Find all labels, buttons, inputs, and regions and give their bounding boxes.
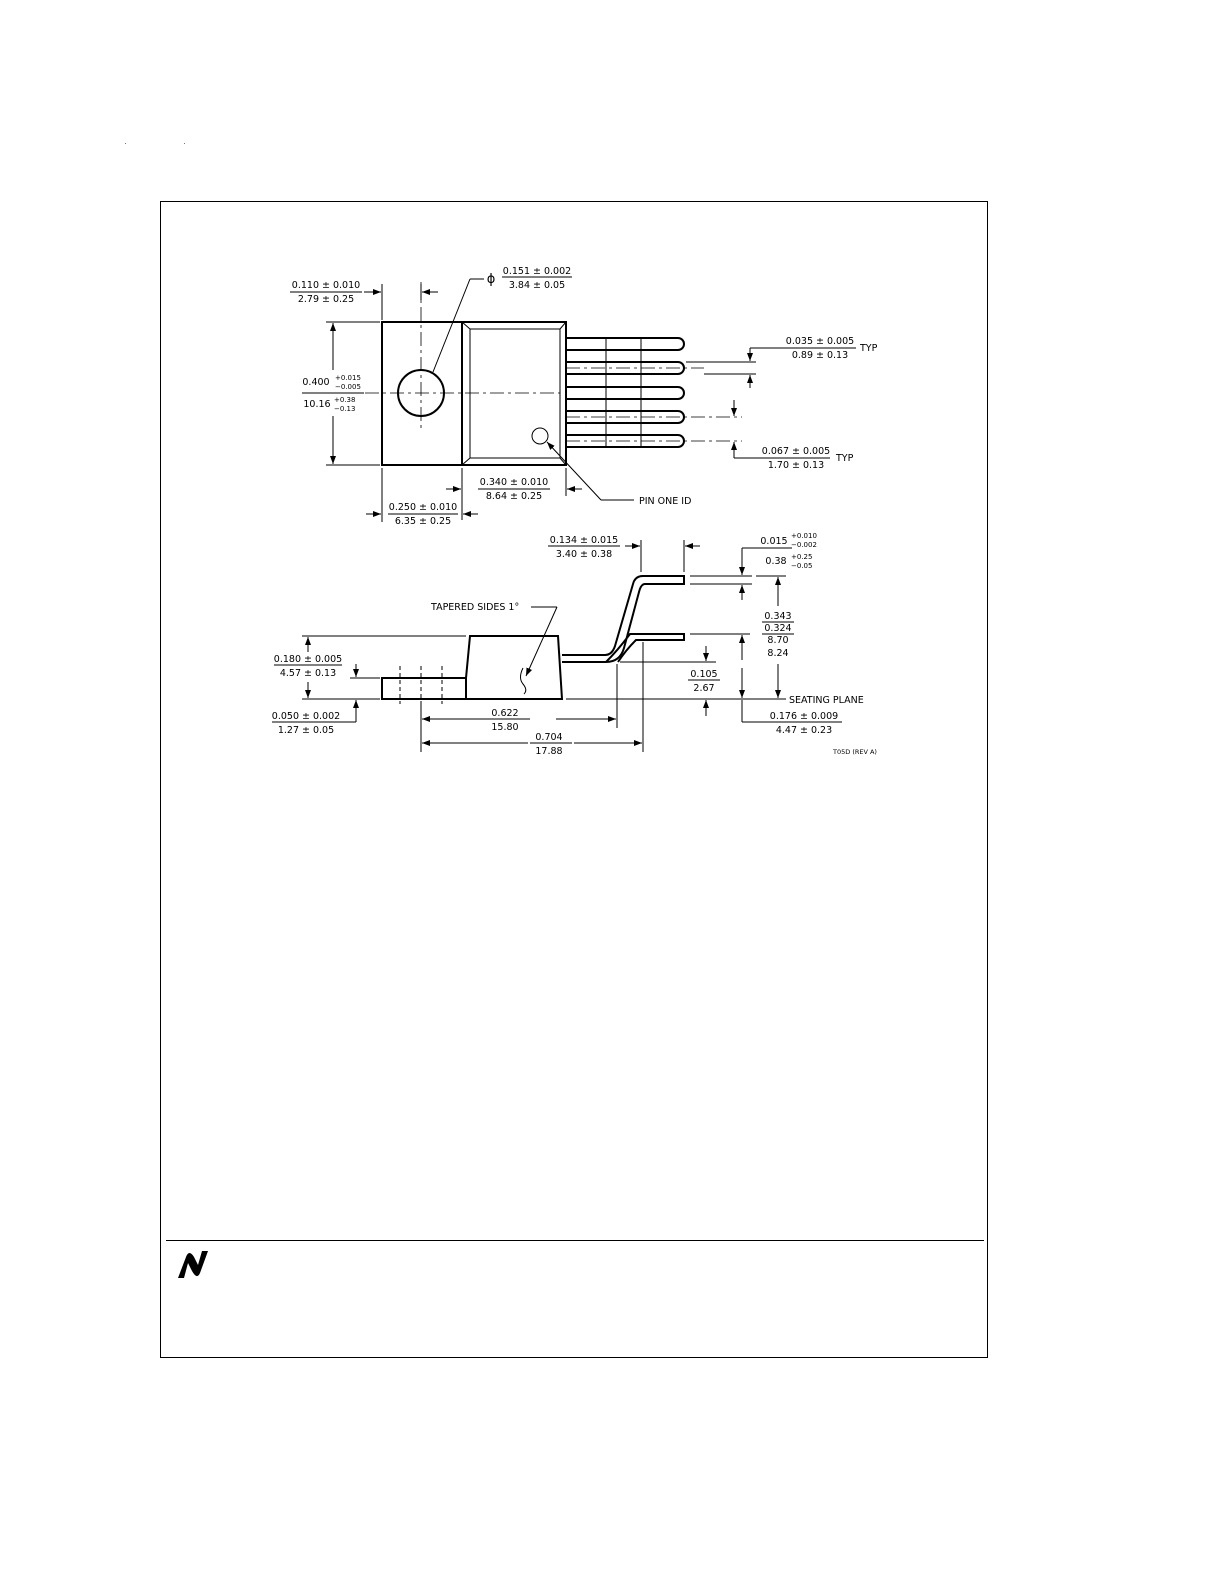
leads-top xyxy=(566,337,742,448)
tab-outline xyxy=(381,321,567,466)
dim-0015-mm-tol-plus: +0.25 xyxy=(791,553,812,561)
dim-0250-mm: 6.35 ± 0.25 xyxy=(395,516,451,527)
dim-0324: 0.324 xyxy=(764,623,791,634)
lead-lower xyxy=(605,633,685,663)
page-frame xyxy=(160,201,988,1358)
scan-speck xyxy=(125,143,126,144)
dim-0105-mm: 2.67 xyxy=(693,683,714,694)
dim-0400-in: 0.400 xyxy=(302,377,329,388)
dim-0400-mm-tol-minus: −0.13 xyxy=(334,405,355,413)
tapered-sides-label: TAPERED SIDES 1° xyxy=(430,602,519,613)
dim-0622-in: 0.622 xyxy=(491,708,518,719)
dim-0180-mm: 4.57 ± 0.13 xyxy=(280,668,336,679)
dim-0015-mm: 0.38 xyxy=(765,556,786,567)
dim-0035-mm: 0.89 ± 0.13 xyxy=(792,350,848,361)
footer-rule xyxy=(166,1240,984,1241)
pin-one-marker xyxy=(531,427,549,445)
tab-side xyxy=(381,677,467,700)
dim-0105-in: 0.105 xyxy=(690,669,717,680)
dim-0340-in: 0.340 ± 0.010 xyxy=(480,477,548,488)
side-view: TAPERED SIDES 1° 0.134 ± 0.015 3.40 ± 0.… xyxy=(272,532,877,757)
dim-0110-in: 0.110 ± 0.010 xyxy=(292,280,360,291)
pin-one-id-label: PIN ONE ID xyxy=(639,496,691,507)
scan-speck xyxy=(184,143,185,144)
dim-hole-in: 0.151 ± 0.002 xyxy=(503,266,571,277)
dim-0400-mm-tol-plus: +0.38 xyxy=(334,396,355,404)
body-side xyxy=(465,635,564,700)
dim-0180-in: 0.180 ± 0.005 xyxy=(274,654,342,665)
dim-824: 8.24 xyxy=(767,648,788,659)
dim-0050-mm: 1.27 ± 0.05 xyxy=(278,725,334,736)
dim-0067-in: 0.067 ± 0.005 xyxy=(762,446,830,457)
dim-0400-mm: 10.16 xyxy=(303,399,330,410)
dim-0110-mm: 2.79 ± 0.25 xyxy=(298,294,354,305)
typ-label-2: TYP xyxy=(835,453,854,464)
national-semiconductor-logo-icon xyxy=(178,1251,208,1278)
dim-0015-mm-tol-minus: −0.05 xyxy=(791,562,812,570)
dim-0704-mm: 17.88 xyxy=(535,746,562,757)
dim-0067-mm: 1.70 ± 0.13 xyxy=(768,460,824,471)
dim-0340-mm: 8.64 ± 0.25 xyxy=(486,491,542,502)
dim-0176-in: 0.176 ± 0.009 xyxy=(770,711,838,722)
dim-0015-in: 0.015 xyxy=(760,536,787,547)
dim-0176-mm: 4.47 ± 0.23 xyxy=(776,725,832,736)
dim-hole-mm: 3.84 ± 0.05 xyxy=(509,280,565,291)
dim-0343: 0.343 xyxy=(764,611,791,622)
typ-label-1: TYP xyxy=(859,343,878,354)
body-inner-outline xyxy=(469,328,561,459)
dim-0015-in-tol-plus: +0.010 xyxy=(791,532,817,540)
top-view: 0.110 ± 0.010 2.79 ± 0.25 ϕ 0.151 ± 0.00… xyxy=(290,266,878,527)
dim-0015-in-tol-minus: −0.002 xyxy=(791,541,817,549)
dim-0134-mm: 3.40 ± 0.38 xyxy=(556,549,612,560)
dim-0400-in-tol-plus: +0.015 xyxy=(335,374,361,382)
dim-0250-in: 0.250 ± 0.010 xyxy=(389,502,457,513)
lead-upper xyxy=(562,575,685,663)
dim-0050-in: 0.050 ± 0.002 xyxy=(272,711,340,722)
dim-870: 8.70 xyxy=(767,635,788,646)
seating-plane-label: SEATING PLANE xyxy=(789,695,864,706)
dim-0134-in: 0.134 ± 0.015 xyxy=(550,535,618,546)
diameter-symbol: ϕ xyxy=(487,272,496,287)
dim-0704-in: 0.704 xyxy=(535,732,562,743)
dim-0400-in-tol-minus: −0.005 xyxy=(335,383,361,391)
dim-0035-in: 0.035 ± 0.005 xyxy=(786,336,854,347)
drawing-id: T05D (REV A) xyxy=(832,748,877,756)
dim-0622-mm: 15.80 xyxy=(491,722,518,733)
